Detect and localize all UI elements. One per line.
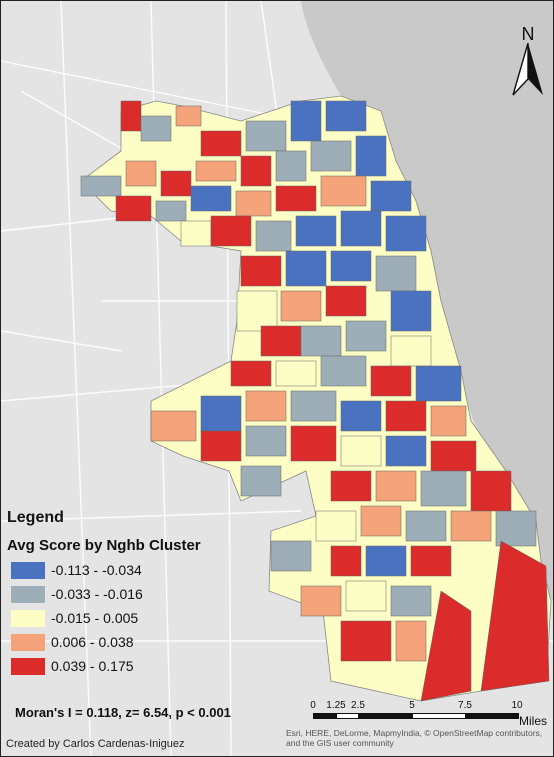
scale-segment (313, 713, 337, 719)
scale-tick: 10 (511, 700, 523, 711)
scale-bar: 0 1.25 2.5 5 7.5 10 Miles (307, 700, 553, 730)
legend-swatch (11, 609, 45, 627)
scale-tick: 0 (310, 700, 316, 711)
legend-row: -0.015 - 0.005 (11, 606, 257, 630)
morans-i-statistic: Moran's I = 0.118, z= 6.54, p < 0.001 (15, 705, 231, 720)
scale-units: Miles (519, 714, 548, 728)
legend-swatch (11, 585, 45, 603)
neighborhood-tiles (80, 100, 550, 702)
legend-title: Legend (7, 509, 64, 526)
legend-label: -0.015 - 0.005 (51, 610, 139, 626)
scale-segment (412, 713, 466, 719)
legend-swatch (11, 633, 45, 651)
legend-label: 0.039 - 0.175 (51, 658, 134, 674)
scale-tick: 5 (409, 700, 415, 711)
author-credit: Created by Carlos Cardenas-Iniguez (6, 738, 185, 750)
scale-tick: 1.25 (326, 700, 346, 711)
north-arrow-label: N (521, 24, 535, 44)
legend-row: -0.033 - -0.016 (11, 582, 257, 606)
legend-row: 0.006 - 0.038 (11, 630, 257, 654)
basemap-attribution: Esri, HERE, DeLorme, MapmyIndia, © OpenS… (286, 728, 543, 748)
legend-label: 0.006 - 0.038 (51, 634, 134, 650)
legend-subtitle: Avg Score by Nghb Cluster (7, 537, 201, 554)
scale-segment (336, 713, 359, 719)
scale-segment (465, 713, 519, 719)
scale-tick: 2.5 (351, 700, 365, 711)
legend-swatch (11, 657, 45, 675)
legend-label: -0.033 - -0.016 (51, 586, 143, 602)
map-legend: Legend Avg Score by Nghb Cluster -0.113 … (7, 509, 257, 678)
legend-row: -0.113 - -0.034 (11, 558, 257, 582)
north-arrow-icon (512, 42, 543, 96)
legend-row: 0.039 - 0.175 (11, 654, 257, 678)
scale-segment (358, 713, 413, 719)
scale-tick: 7.5 (458, 700, 472, 711)
north-arrow: N (511, 25, 545, 101)
legend-label: -0.113 - -0.034 (51, 562, 142, 578)
legend-swatch (11, 561, 45, 579)
